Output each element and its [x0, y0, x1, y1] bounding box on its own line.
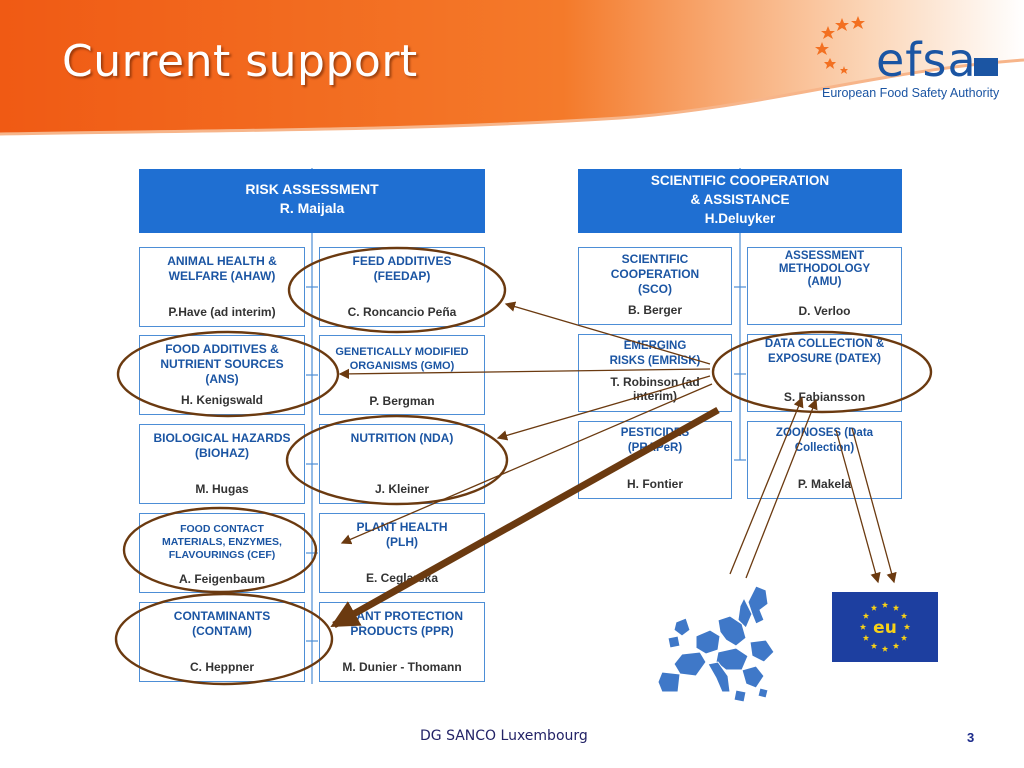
unit-sco: SCIENTIFIC COOPERATION (SCO) B. Berger [578, 247, 732, 325]
arrow-to-cef [340, 383, 713, 545]
arrow-datex-to-contam [330, 406, 720, 629]
eu-star-icon [903, 623, 911, 630]
unit-plh: PLANT HEALTH (PLH) E. Ceglarska [319, 513, 485, 593]
arrow-zoonoses-to-flag-b [851, 427, 897, 584]
header-band [0, 0, 1024, 136]
page-number: 3 [967, 730, 975, 745]
eu-flag-icon: eu [832, 592, 938, 662]
sci-coop-director: H.Deluyker [704, 211, 776, 226]
unit-head: B. Berger [627, 303, 683, 317]
unit-ans: FOOD ADDITIVES & NUTRIENT SOURCES (ANS) … [139, 335, 305, 415]
highlight-ellipse-cef [122, 506, 318, 594]
arrow-zoonoses-to-flag-a [835, 429, 881, 584]
eu-star-icon [881, 645, 889, 652]
unit-name: BIOLOGICAL HAZARDS (BIOHAZ) [153, 431, 291, 460]
highlight-ellipse-nda [285, 414, 509, 506]
arrow-to-feedap [504, 301, 711, 365]
slide-title: Current support [62, 36, 418, 87]
unit-head: H. Kenigswald [180, 393, 263, 407]
arrow-map-to-datex-a [729, 396, 804, 575]
highlight-ellipse-datex [711, 330, 933, 414]
unit-nda: NUTRITION (NDA) J. Kleiner [319, 424, 485, 504]
unit-head: M. Hugas [195, 482, 249, 496]
unit-head: P. Makela [797, 477, 852, 491]
unit-amu: ASSESSMENT METHODOLOGY (AMU) D. Verloo [747, 247, 902, 325]
unit-gmo: GENETICALLY MODIFIED ORGANISMS (GMO) P. … [319, 335, 485, 415]
unit-head: J. Kleiner [374, 482, 430, 496]
eu-flag-label: eu [873, 618, 897, 638]
unit-zoonoses: ZOONOSES (Data Collection) P. Makela [747, 421, 902, 499]
sci-coop-title-line1: SCIENTIFIC COOPERATION [650, 173, 830, 188]
arrow-map-to-datex-b [745, 398, 818, 579]
highlight-ellipse-feedap [287, 246, 507, 334]
unit-name: NUTRITION (NDA) [350, 431, 454, 445]
eu-star-icon [862, 634, 870, 641]
unit-head: C. Roncancio Peña [347, 305, 457, 319]
unit-name: DATA COLLECTION & EXPOSURE (DATEX) [764, 338, 885, 365]
eu-star-icon [862, 612, 870, 619]
unit-head: A. Feigenbaum [178, 572, 265, 586]
unit-name: FEED ADDITIVES (FEEDAP) [352, 254, 452, 283]
europe-map-icon [657, 585, 775, 703]
eu-mini-flag-icon [974, 58, 998, 76]
unit-name: PLANT HEALTH (PLH) [356, 520, 448, 549]
efsa-logo: efsa European Food Safety Authority [814, 14, 1010, 104]
footer-label: DG SANCO Luxembourg [420, 728, 588, 744]
eu-star-icon [881, 601, 889, 608]
sci-coop-title-line2: & ASSISTANCE [690, 192, 790, 207]
efsa-wordmark: efsa [876, 33, 977, 87]
highlight-ellipse-contam [114, 592, 334, 686]
eu-star-icon [892, 642, 900, 649]
unit-head: D. Verloo [798, 304, 851, 318]
unit-contam: CONTAMINANTS (CONTAM) C. Heppner [139, 602, 305, 682]
risk-assessment-header: RISK ASSESSMENT R. Maijala [139, 169, 485, 233]
eu-star-icon [870, 604, 878, 611]
arrow-to-nda [496, 375, 711, 441]
eu-star-icon [900, 634, 908, 641]
efsa-subtitle: European Food Safety Authority [822, 86, 1000, 100]
unit-head: C. Heppner [189, 660, 254, 674]
risk-assessment-title: RISK ASSESSMENT [245, 181, 379, 197]
unit-feedap: FEED ADDITIVES (FEEDAP) C. Roncancio Peñ… [319, 247, 485, 327]
unit-biohaz: BIOLOGICAL HAZARDS (BIOHAZ) M. Hugas [139, 424, 305, 504]
eu-star-icon [859, 623, 867, 630]
risk-assessment-director: R. Maijala [279, 200, 345, 216]
scientific-cooperation-header: SCIENTIFIC COOPERATION & ASSISTANCE H.De… [578, 169, 902, 233]
highlight-ellipse-ans [116, 330, 340, 418]
unit-head: H. Fontier [627, 477, 683, 491]
unit-name: SCIENTIFIC COOPERATION (SCO) [610, 252, 700, 296]
unit-cef: FOOD CONTACT MATERIALS, ENZYMES, FLAVOUR… [139, 513, 305, 593]
unit-name: PLANT PROTECTION PRODUCTS (PPR) [341, 609, 463, 638]
unit-name: ANIMAL HEALTH & WELFARE (AHAW) [167, 254, 277, 283]
unit-ppr: PLANT PROTECTION PRODUCTS (PPR) M. Dunie… [319, 602, 485, 682]
unit-datex: DATA COLLECTION & EXPOSURE (DATEX) S. Fa… [747, 334, 902, 412]
unit-head: P.Have (ad interim) [168, 305, 276, 319]
unit-name: ASSESSMENT METHODOLOGY (AMU) [778, 250, 871, 288]
unit-name: FOOD CONTACT MATERIALS, ENZYMES, FLAVOUR… [162, 523, 282, 561]
unit-name: ZOONOSES (Data Collection) [775, 427, 874, 454]
unit-name: FOOD ADDITIVES & NUTRIENT SOURCES (ANS) [160, 342, 284, 386]
eu-star-icon [892, 604, 900, 611]
arrow-to-ans [338, 368, 711, 380]
star-arc-icon [815, 16, 865, 74]
eu-star-icon [900, 612, 908, 619]
unit-ahaw: ANIMAL HEALTH & WELFARE (AHAW) P.Have (a… [139, 247, 305, 327]
unit-name: GENETICALLY MODIFIED ORGANISMS (GMO) [335, 346, 469, 372]
eu-star-icon [870, 642, 878, 649]
unit-name: CONTAMINANTS (CONTAM) [173, 609, 271, 638]
unit-head: M. Dunier - Thomann [342, 660, 462, 674]
unit-head: S. Fabiansson [783, 390, 866, 404]
unit-head: P. Bergman [369, 394, 435, 408]
